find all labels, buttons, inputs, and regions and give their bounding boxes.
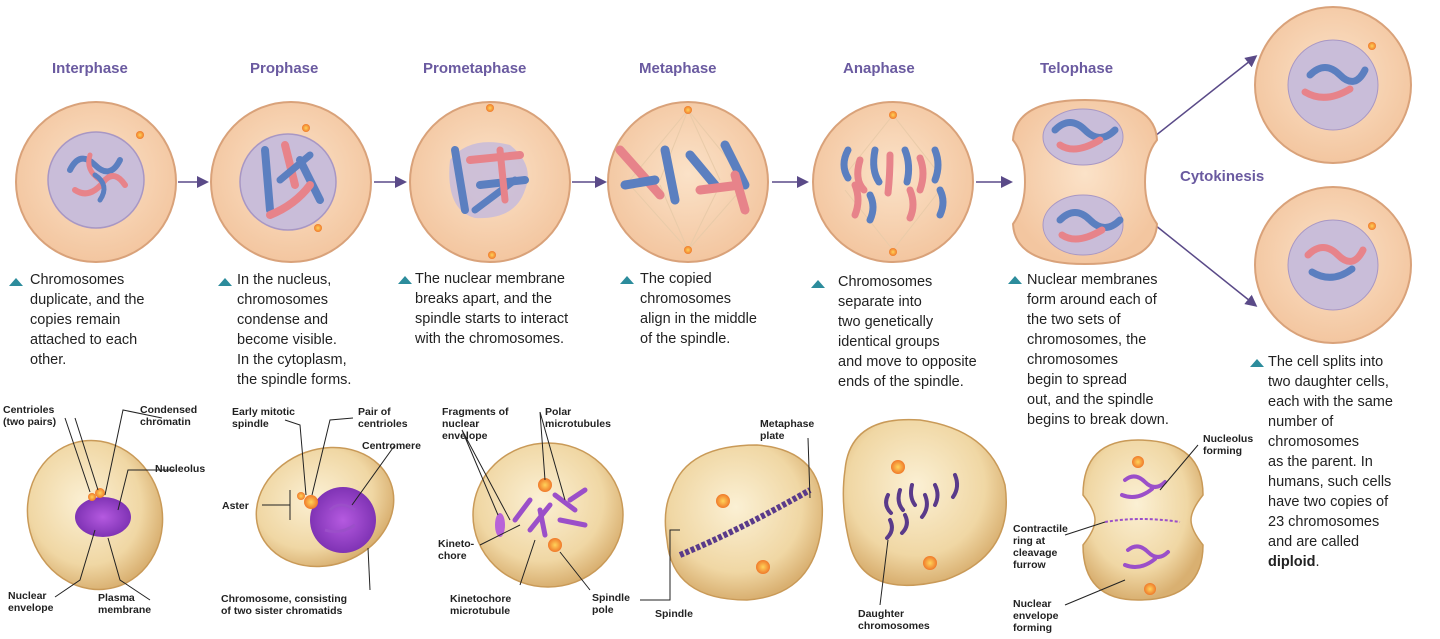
label-nucleolus: Nucleolus [155, 463, 206, 475]
label-centrioles: Centrioles (two pairs) [3, 404, 57, 428]
label-polar-microtubules: Polar microtubules [545, 406, 611, 430]
label-contractile-ring: Contractile ring at cleavage furrow [1013, 523, 1068, 571]
label-pair-centrioles: Pair of centrioles [358, 406, 408, 430]
label-fragments: Fragments of nuclear envelope [442, 406, 509, 442]
marker-icon [398, 276, 412, 284]
label-spindle-pole: Spindle pole [592, 592, 630, 616]
anaphase-micrograph [842, 418, 1007, 587]
label-chromosome-sister: Chromosome, consisting of two sister chr… [221, 593, 348, 617]
prophase-cell [210, 101, 372, 263]
desc-telophase: Nuclear membranes form around each of th… [1027, 272, 1169, 428]
label-kinetochore: Kineto- chore [438, 538, 475, 562]
label-plasma-membrane: Plasma membrane [98, 592, 152, 616]
desc-anaphase: Chromosomes separate into two geneticall… [838, 274, 977, 390]
title-metaphase: Metaphase [639, 60, 717, 77]
marker-icon [811, 280, 825, 288]
phase-arrows [178, 55, 1258, 307]
marker-icon [1008, 276, 1022, 284]
title-prometaphase: Prometaphase [423, 60, 527, 77]
desc-metaphase: The copied chromosomes align in the midd… [640, 271, 757, 347]
label-early-spindle: Early mitotic spindle [232, 406, 296, 430]
metaphase-micrograph [664, 444, 824, 601]
telophase-cell [1011, 98, 1159, 266]
label-condensed-chromatin: Condensed chromatin [140, 404, 198, 428]
daughter-cell-top [1254, 6, 1412, 164]
marker-icon [9, 278, 23, 286]
leader-lines [54, 409, 1199, 606]
marker-icon [1250, 359, 1264, 367]
marker-icon [218, 278, 232, 286]
label-aster: Aster [222, 500, 249, 512]
daughter-cell-bottom [1254, 186, 1412, 344]
marker-icon [620, 276, 634, 284]
label-kinetochore-microtubule: Kinetochore microtubule [450, 593, 512, 617]
label-nucleolus-forming: Nucleolus forming [1203, 433, 1254, 457]
label-centromere: Centromere [362, 440, 421, 452]
prometaphase-micrograph [472, 442, 624, 588]
title-anaphase: Anaphase [843, 60, 915, 77]
desc-prophase: In the nucleus, chromosomes condense and… [237, 272, 352, 388]
interphase-cell [15, 101, 177, 263]
title-interphase: Interphase [52, 60, 128, 77]
title-cytokinesis: Cytokinesis [1180, 168, 1265, 185]
desc-cytokinesis: The cell splits into two daughter cells,… [1268, 354, 1393, 570]
prometaphase-cell [409, 101, 571, 263]
label-daughter-chromosomes: Daughter chromosomes [858, 608, 930, 632]
title-prophase: Prophase [250, 60, 319, 77]
label-nuclear-envelope-forming: Nuclear envelope forming [1013, 598, 1059, 634]
metaphase-cell [607, 101, 769, 263]
label-spindle: Spindle [655, 608, 693, 620]
diploid-term: diploid [1268, 554, 1316, 570]
label-metaphase-plate: Metaphase plate [760, 418, 815, 442]
anaphase-cell [812, 101, 974, 263]
prophase-micrograph [255, 446, 395, 568]
telophase-micrograph [1082, 439, 1204, 601]
label-nuclear-envelope: Nuclear envelope [8, 590, 54, 614]
title-telophase: Telophase [1040, 60, 1114, 77]
interphase-micrograph [26, 439, 164, 591]
desc-prometaphase: The nuclear membrane breaks apart, and t… [415, 271, 569, 347]
desc-interphase: Chromosomes duplicate, and the copies re… [30, 272, 145, 368]
